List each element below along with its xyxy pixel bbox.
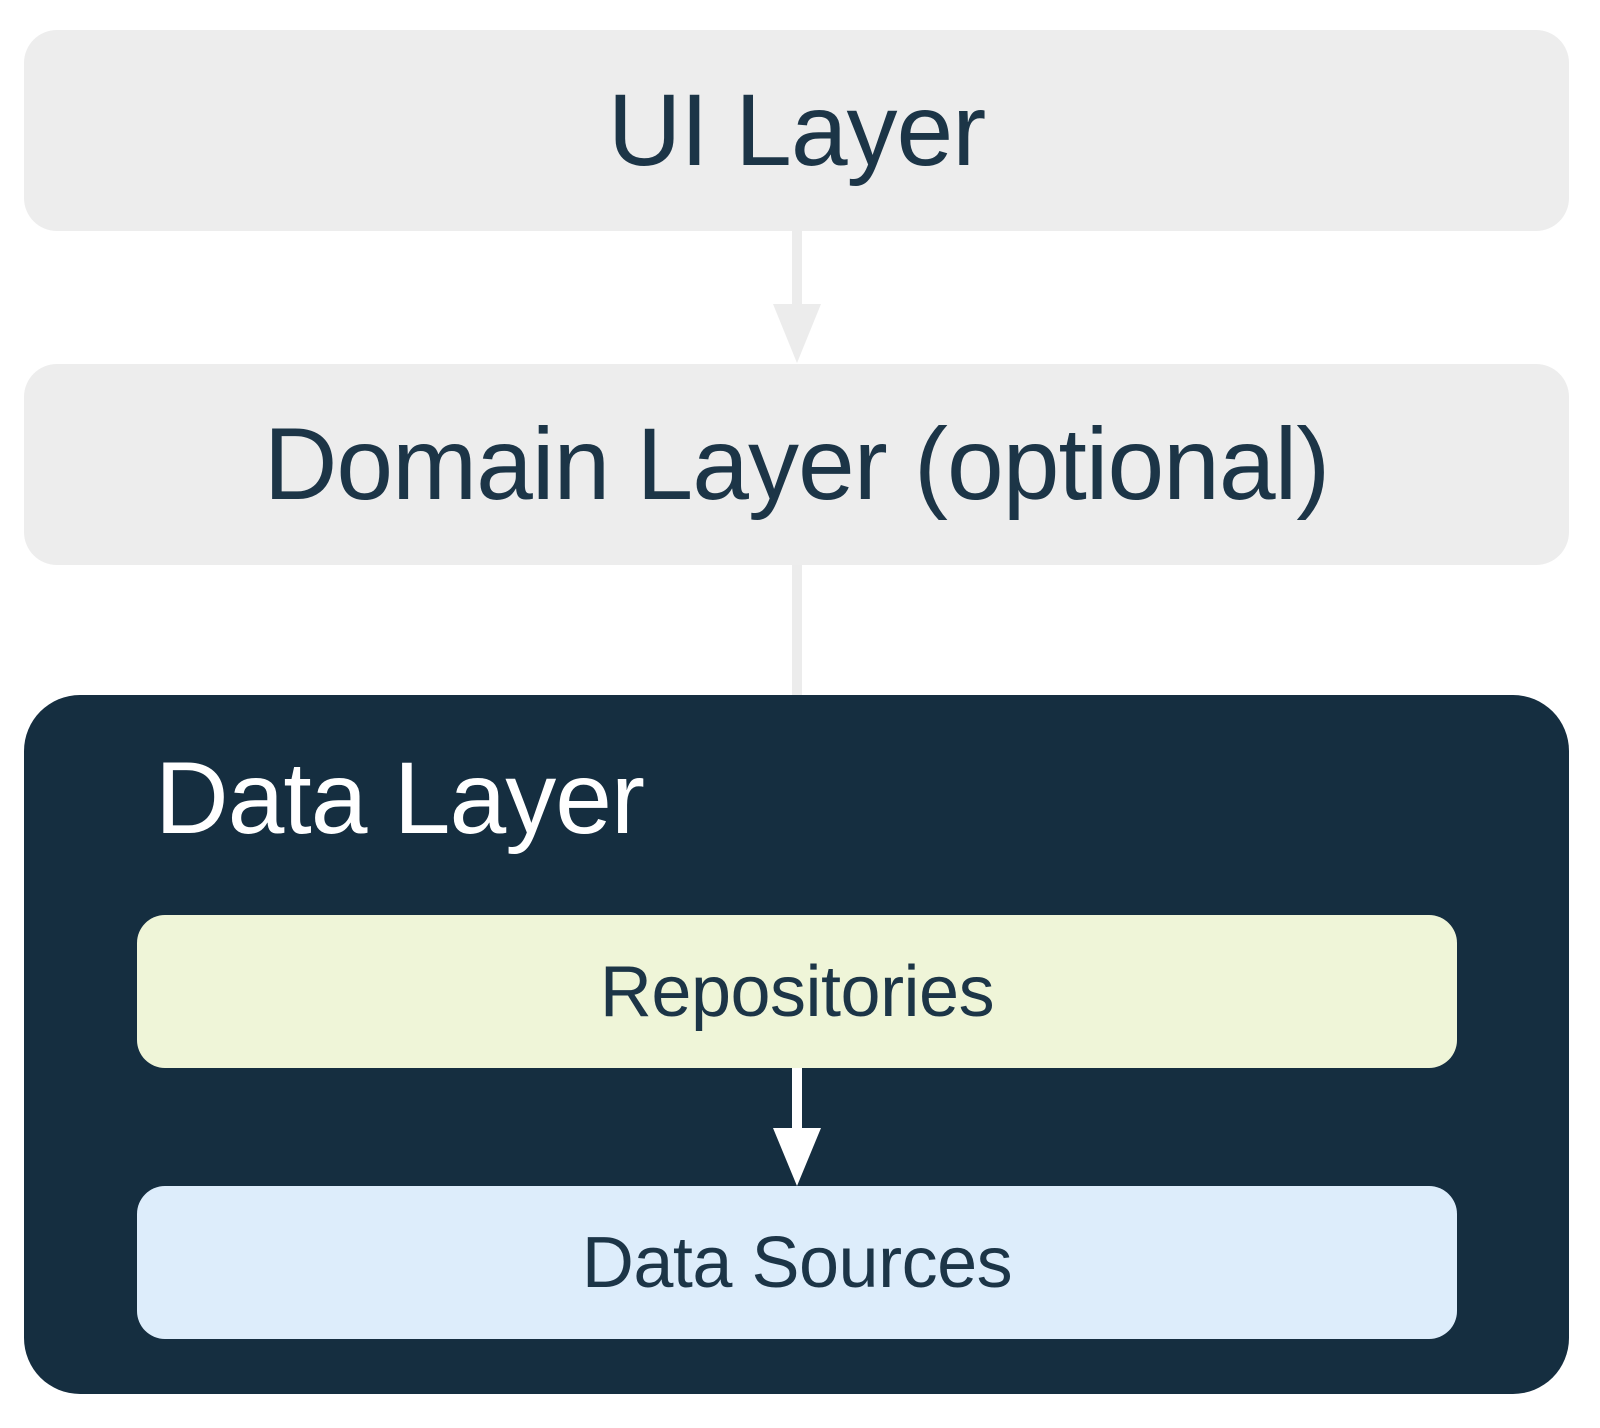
domain-layer-label: Domain Layer (optional)	[263, 407, 1331, 521]
arrow-ui-to-domain-icon	[773, 230, 821, 363]
ui-layer-box: UI Layer	[24, 30, 1569, 231]
data-layer-box: Data Layer Repositories Data Sources	[24, 695, 1569, 1394]
data-sources-label: Data Sources	[581, 1222, 1013, 1303]
data-layer-label: Data Layer	[155, 741, 645, 855]
domain-layer-box: Domain Layer (optional)	[24, 364, 1569, 565]
data-sources-box: Data Sources	[137, 1186, 1457, 1339]
repositories-label: Repositories	[599, 951, 995, 1032]
ui-layer-label: UI Layer	[607, 73, 986, 187]
repositories-box: Repositories	[137, 915, 1457, 1068]
arrow-repositories-to-datasources-icon	[773, 1068, 821, 1186]
